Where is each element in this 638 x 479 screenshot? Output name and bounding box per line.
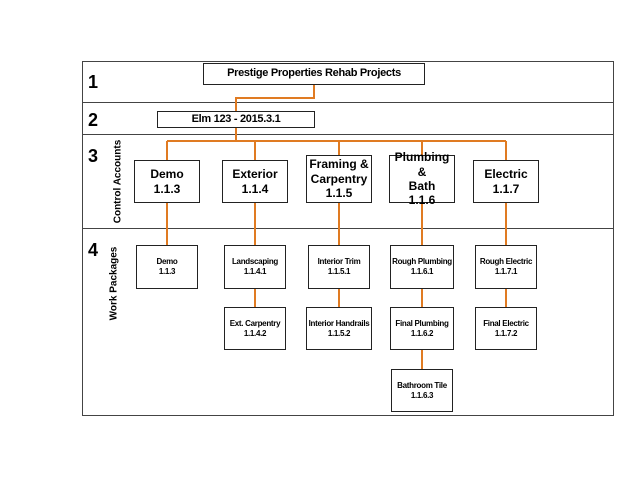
project-box: Elm 123 - 2015.3.1 — [157, 111, 315, 128]
account-label: Plumbing & — [394, 150, 450, 179]
wp-ext-carpentry: Ext. Carpentry 1.1.4.2 — [224, 307, 286, 350]
wp-label: Rough Electric — [479, 257, 533, 267]
account-code: 1.1.5 — [325, 186, 353, 201]
account-label: Demo — [150, 167, 184, 182]
project-text: Elm 123 - 2015.3.1 — [191, 112, 281, 125]
wp-code: 1.1.7.2 — [494, 328, 518, 338]
account-code: 1.1.4 — [241, 181, 269, 196]
level-number: 1 — [88, 72, 99, 92]
level-number: 2 — [88, 110, 99, 130]
account-label: Bath — [408, 179, 436, 193]
wp-code: 1.1.6.2 — [410, 328, 434, 338]
wp-label: Interior Handrails — [308, 318, 370, 328]
wp-label: Rough Plumbing — [392, 257, 452, 267]
account-code: 1.1.6 — [408, 193, 436, 208]
account-exterior: Exterior 1.1.4 — [222, 160, 288, 203]
connector — [235, 84, 315, 112]
level-4-band — [82, 228, 614, 416]
wp-code: 1.1.6.1 — [410, 267, 434, 276]
wp-code: 1.1.7.1 — [494, 267, 518, 276]
wp-interior-handrails: Interior Handrails 1.1.5.2 — [306, 307, 372, 350]
wp-final-electric: Final Electric 1.1.7.2 — [475, 307, 537, 350]
wp-code: 1.1.5.1 — [327, 267, 351, 276]
wp-rough-plumbing: Rough Plumbing 1.1.6.1 — [390, 245, 454, 289]
account-demo: Demo 1.1.3 — [134, 160, 200, 203]
wp-rough-electric: Rough Electric 1.1.7.1 — [475, 245, 537, 289]
account-code: 1.1.7 — [492, 181, 520, 196]
wp-label: Interior Trim — [317, 257, 361, 267]
account-electric: Electric 1.1.7 — [473, 160, 539, 203]
account-label: Exterior — [232, 167, 278, 182]
wp-label: Final Electric — [483, 318, 529, 328]
wp-code: 1.1.5.2 — [327, 328, 351, 338]
wp-code: 1.1.3 — [158, 267, 176, 276]
wp-code: 1.1.4.2 — [243, 328, 267, 338]
level-number: 3 — [88, 146, 99, 166]
wp-label: Bathroom Tile — [397, 380, 447, 390]
wp-label: Landscaping — [231, 257, 279, 267]
wp-bathroom-tile: Bathroom Tile 1.1.6.3 — [391, 369, 453, 412]
account-label: Carpentry — [310, 171, 368, 186]
account-plumbing: Plumbing & Bath 1.1.6 — [389, 150, 455, 207]
account-label: Electric — [484, 167, 528, 182]
level-number: 4 — [88, 240, 99, 260]
account-label: Framing & — [309, 157, 369, 172]
wp-code: 1.1.6.3 — [410, 390, 434, 400]
title-text: Prestige Properties Rehab Projects — [227, 67, 401, 80]
title-box: Prestige Properties Rehab Projects — [203, 63, 425, 85]
wp-label: Final Plumbing — [395, 318, 449, 328]
wp-code: 1.1.4.1 — [243, 267, 267, 276]
wp-interior-trim: Interior Trim 1.1.5.1 — [308, 245, 370, 289]
wp-demo: Demo 1.1.3 — [136, 245, 198, 289]
account-code: 1.1.3 — [153, 181, 181, 196]
wp-final-plumbing: Final Plumbing 1.1.6.2 — [390, 307, 454, 350]
wp-label: Ext. Carpentry — [229, 318, 281, 328]
wp-landscaping: Landscaping 1.1.4.1 — [224, 245, 286, 289]
wp-label: Demo — [156, 257, 178, 267]
account-framing: Framing & Carpentry 1.1.5 — [306, 155, 372, 203]
